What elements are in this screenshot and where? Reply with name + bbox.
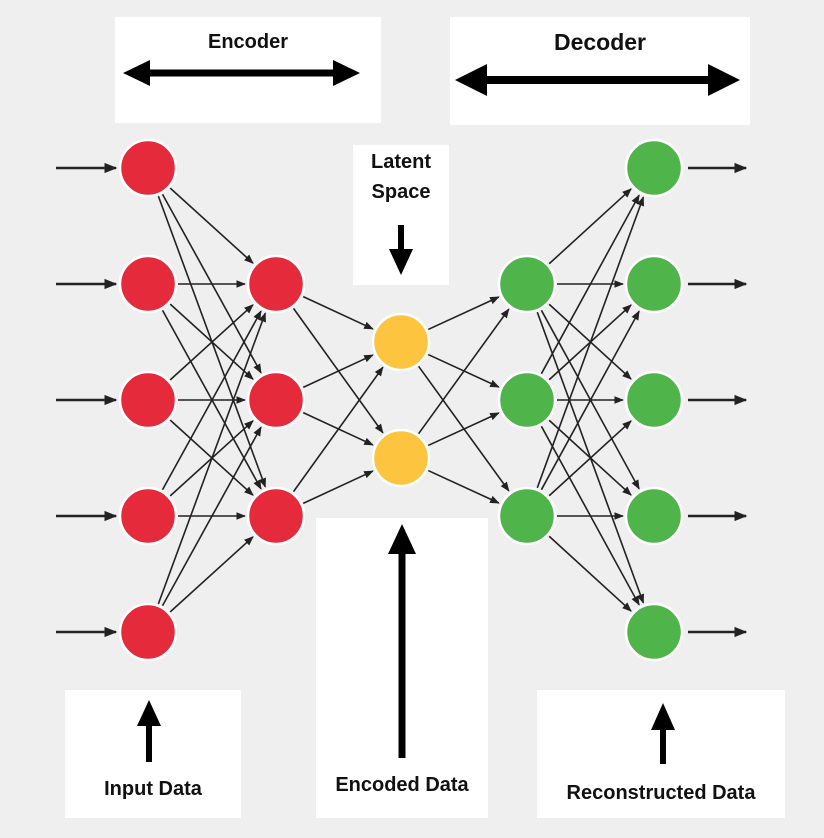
- reconstructed-data-label-box: Reconstructed Data: [537, 690, 785, 818]
- output-layer-node-1: [624, 254, 684, 314]
- edge-encoder-hidden-layer-1-to-latent-layer-0: [302, 354, 374, 389]
- output-layer-node-0: [624, 138, 684, 198]
- latent-space-label-box: Latent Space: [353, 145, 449, 285]
- edge-decoder-hidden-layer-2-to-output-layer-1: [540, 310, 640, 491]
- edge-input-layer-2-to-encoder-hidden-layer-0: [169, 304, 254, 381]
- input-layer-node-3: [118, 486, 178, 546]
- edge-decoder-hidden-layer-2-to-output-layer-0: [536, 196, 645, 489]
- edge-latent-layer-1-to-decoder-hidden-layer-1: [427, 412, 500, 447]
- connections: [157, 187, 645, 613]
- io-arrows: [56, 162, 748, 638]
- encoder-hidden-layer-node-0: [246, 254, 306, 314]
- latent-layer-node-0: [371, 312, 431, 372]
- output-layer-node-2: [624, 370, 684, 430]
- long-up-arrow-icon: [388, 524, 416, 758]
- encoder-label-box: Encoder: [115, 17, 381, 123]
- latent-space-label-line1: Latent: [371, 151, 431, 173]
- decoder-label: Decoder: [553, 29, 647, 55]
- input-layer-node-1: [118, 254, 178, 314]
- up-arrow-icon: [137, 700, 161, 762]
- input-layer-node-4: [118, 602, 178, 662]
- edge-decoder-hidden-layer-1-to-output-layer-0: [540, 194, 640, 375]
- edge-latent-layer-1-to-decoder-hidden-layer-0: [417, 308, 510, 435]
- encoder-double-arrow-icon: [123, 60, 360, 86]
- output-layer-node-3: [624, 486, 684, 546]
- up-arrow-icon: [651, 703, 675, 764]
- encoded-data-label-box: Encoded Data: [316, 518, 488, 818]
- encoder-hidden-layer-node-2: [246, 486, 306, 546]
- latent-layer-node-1: [371, 428, 431, 488]
- output-layer-node-4: [624, 602, 684, 662]
- down-arrow-icon: [389, 225, 413, 275]
- edge-decoder-hidden-layer-2-to-output-layer-2: [548, 420, 632, 497]
- input-data-label-box: Input Data: [65, 690, 241, 818]
- decoder-hidden-layer-node-0: [497, 254, 557, 314]
- edge-decoder-hidden-layer-2-to-output-layer-4: [548, 535, 632, 612]
- edge-encoder-hidden-layer-2-to-latent-layer-1: [302, 470, 374, 505]
- edge-input-layer-0-to-encoder-hidden-layer-0: [169, 187, 254, 264]
- encoded-data-label: Encoded Data: [335, 774, 469, 796]
- edge-encoder-hidden-layer-0-to-latent-layer-0: [302, 295, 374, 330]
- decoder-label-box: Decoder: [450, 17, 750, 125]
- decoder-double-arrow-icon: [455, 64, 740, 96]
- edge-input-layer-4-to-encoder-hidden-layer-0: [157, 312, 267, 605]
- decoder-hidden-layer-node-2: [497, 486, 557, 546]
- input-data-label: Input Data: [104, 778, 202, 800]
- edge-decoder-hidden-layer-0-to-output-layer-0: [548, 188, 632, 265]
- encoder-hidden-layer-node-1: [246, 370, 306, 430]
- decoder-hidden-layer-node-1: [497, 370, 557, 430]
- edge-input-layer-3-to-encoder-hidden-layer-0: [161, 310, 262, 491]
- edge-latent-layer-0-to-decoder-hidden-layer-0: [427, 296, 500, 331]
- neurons: [118, 138, 684, 662]
- input-layer-node-0: [118, 138, 178, 198]
- edge-latent-layer-1-to-decoder-hidden-layer-2: [427, 469, 500, 504]
- input-layer-node-2: [118, 370, 178, 430]
- edge-input-layer-4-to-encoder-hidden-layer-1: [161, 426, 262, 607]
- edge-input-layer-4-to-encoder-hidden-layer-2: [169, 536, 254, 613]
- latent-space-label-line2: Space: [371, 181, 431, 203]
- edge-encoder-hidden-layer-2-to-latent-layer-0: [292, 366, 384, 493]
- encoder-label: Encoder: [207, 31, 289, 53]
- reconstructed-data-label: Reconstructed Data: [566, 782, 756, 804]
